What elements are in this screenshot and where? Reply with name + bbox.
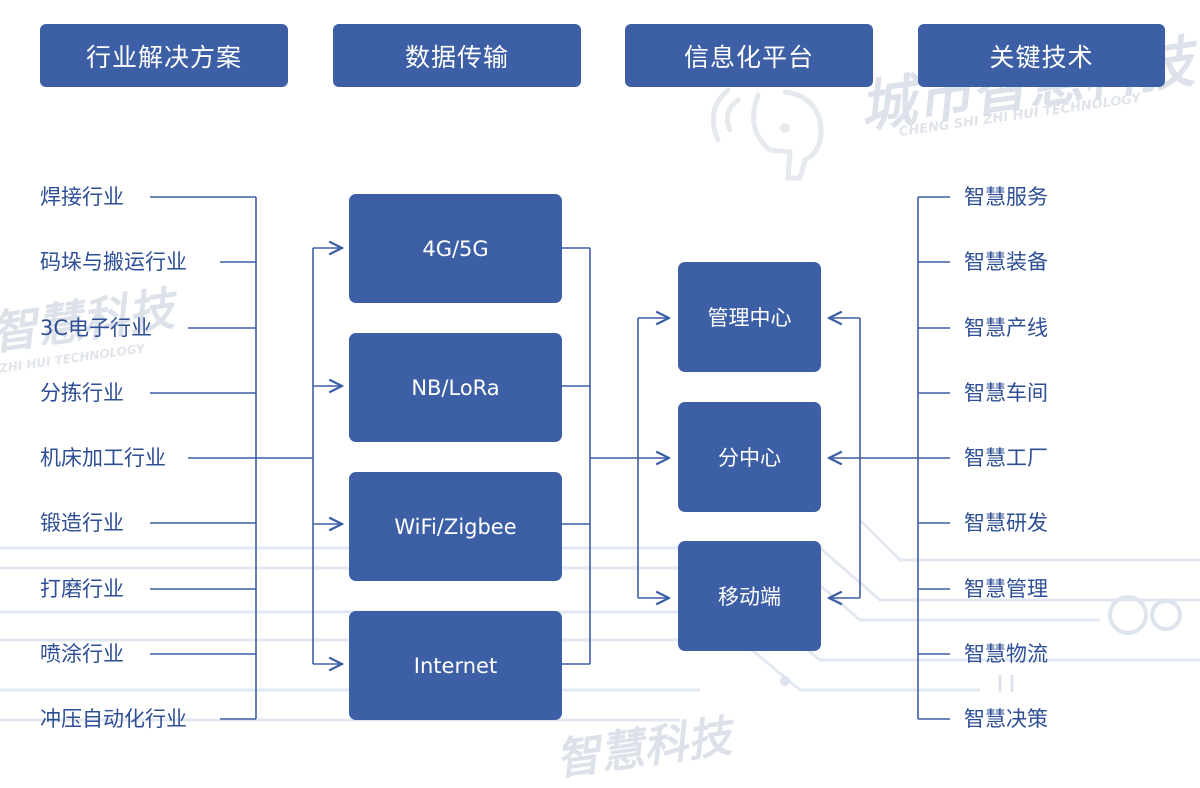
industry-sorting: 分拣行业	[40, 381, 124, 405]
industry-stamping-automation: 冲压自动化行业	[40, 707, 187, 731]
box-nb-lora: NB/LoRa	[349, 333, 562, 442]
header-data-transmission: 数据传输	[333, 24, 581, 87]
header-key-technologies: 关键技术	[918, 24, 1165, 87]
industry-grinding: 打磨行业	[40, 577, 124, 601]
industry-welding: 焊接行业	[40, 185, 124, 209]
box-wifi-zigbee: WiFi/Zigbee	[349, 472, 562, 581]
watermark-logo-icon	[710, 87, 824, 181]
industry-spraying: 喷涂行业	[40, 642, 124, 666]
header-industry-solutions: 行业解决方案	[40, 24, 288, 87]
tech-smart-rnd: 智慧研发	[964, 511, 1048, 535]
diagram-canvas: 城市智慧科技 CHENG SHI ZHI HUI TECHNOLOGY 智慧科技…	[0, 24, 1200, 786]
header-information-platform: 信息化平台	[625, 24, 873, 87]
tech-smart-workshop: 智慧车间	[964, 381, 1048, 405]
tech-smart-service: 智慧服务	[964, 185, 1048, 209]
connector-lines	[150, 196, 950, 720]
box-4g-5g: 4G/5G	[349, 194, 562, 303]
industry-forging: 锻造行业	[40, 511, 124, 535]
tech-smart-management: 智慧管理	[964, 577, 1048, 601]
industry-palletizing-handling: 码垛与搬运行业	[40, 250, 187, 274]
industry-3c-electronics: 3C电子行业	[40, 316, 153, 340]
industry-machining: 机床加工行业	[40, 446, 166, 470]
tech-smart-logistics: 智慧物流	[964, 642, 1048, 666]
tech-smart-decision: 智慧决策	[964, 707, 1048, 731]
tech-smart-factory: 智慧工厂	[964, 446, 1048, 470]
tech-smart-equipment: 智慧装备	[964, 250, 1048, 274]
box-mobile: 移动端	[678, 541, 821, 651]
box-internet: Internet	[349, 611, 562, 720]
tech-smart-production-line: 智慧产线	[964, 316, 1048, 340]
box-management-center: 管理中心	[678, 262, 821, 372]
box-sub-center: 分中心	[678, 402, 821, 512]
